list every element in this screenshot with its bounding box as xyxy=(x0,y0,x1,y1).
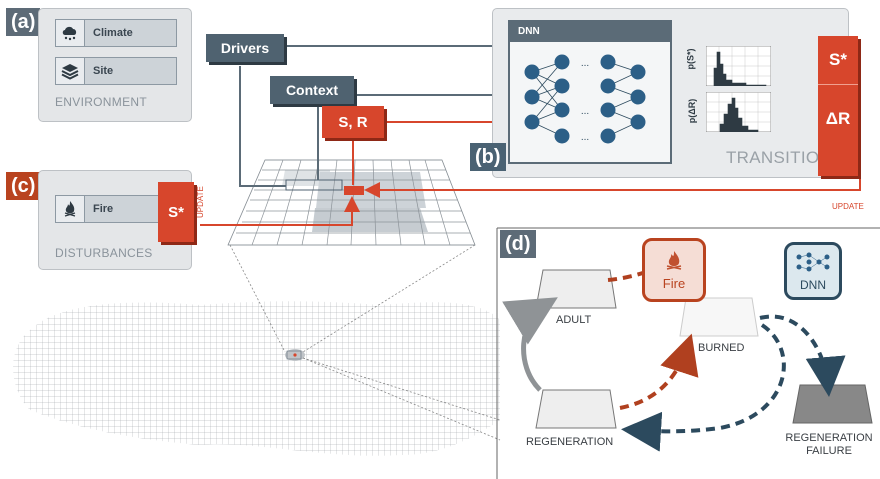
state-sr-box: S, R xyxy=(322,106,384,138)
state-failure-line2: FAILURE xyxy=(806,445,852,457)
environment-item-label: Site xyxy=(93,65,114,77)
environment-item-label: Climate xyxy=(93,27,133,39)
state-failure-label: REGENERATION FAILURE xyxy=(780,432,878,458)
result-divider xyxy=(818,84,858,85)
result-top-label: S* xyxy=(829,50,847,69)
focus-cell xyxy=(344,186,364,195)
context-box: Context xyxy=(270,76,354,104)
result-bottom-label: ΔR xyxy=(825,109,851,128)
panel-label-c: (c) xyxy=(6,172,41,200)
dnn-ellipsis: ... xyxy=(581,106,589,117)
histogram-bottom xyxy=(706,92,771,132)
output-label-bottom: p(ΔR) xyxy=(687,98,698,124)
panel-label-b: (b) xyxy=(470,143,506,171)
transitions-caption: TRANSITIONS xyxy=(726,148,844,167)
dnn-box: DNN ... ... ... xyxy=(508,20,672,164)
dnn-title: DNN xyxy=(518,26,540,37)
environment-caption: ENVIRONMENT xyxy=(55,95,147,109)
disturbance-state-box: S* xyxy=(158,182,194,242)
disturbance-item-label: Fire xyxy=(93,203,114,215)
update-label-left: UPDATE xyxy=(196,186,205,218)
disturbances-caption: DISTURBANCES xyxy=(55,246,153,260)
state-burned-shape xyxy=(679,297,759,337)
state-failure-line1: REGENERATION xyxy=(785,432,873,444)
environment-box: Climate Site ENVIRONMENT xyxy=(38,8,192,122)
fire-node-label: Fire xyxy=(662,276,686,291)
layers-icon xyxy=(56,58,85,84)
result-box: S* ΔR xyxy=(818,36,858,176)
disturbance-item-fire: Fire xyxy=(55,195,161,223)
dnn-ellipsis: ... xyxy=(581,58,589,69)
panel-label-d: (d) xyxy=(500,230,536,258)
dnn-node-label: DNN xyxy=(800,277,826,292)
panel-label-a: (a) xyxy=(6,8,41,36)
state-regeneration-label: REGENERATION xyxy=(526,436,614,448)
fire-icon xyxy=(56,196,85,222)
dnn-node: DNN xyxy=(784,242,842,300)
dnn-ellipsis: ... xyxy=(581,132,589,143)
histogram-top xyxy=(706,46,771,86)
drivers-box: Drivers xyxy=(206,34,284,62)
dnn-title-bar: DNN xyxy=(510,22,670,42)
update-label-right: UPDATE xyxy=(832,202,864,211)
state-regeneration-shape xyxy=(535,389,617,429)
fire-node-icon xyxy=(663,249,685,276)
environment-item-climate: Climate xyxy=(55,19,177,47)
dnn-node-icon xyxy=(795,251,831,278)
state-failure-shape xyxy=(792,384,873,424)
output-label-top: p(S*) xyxy=(685,48,696,70)
state-adult-shape xyxy=(535,269,617,309)
cloud-rain-icon xyxy=(56,20,85,46)
state-adult-label: ADULT xyxy=(556,314,592,326)
state-burned-label: BURNED xyxy=(698,342,745,354)
landscape-grid xyxy=(13,301,500,456)
environment-item-site: Site xyxy=(55,57,177,85)
fire-node: Fire xyxy=(642,238,706,302)
neural-network-icon: ... ... ... xyxy=(524,54,646,144)
